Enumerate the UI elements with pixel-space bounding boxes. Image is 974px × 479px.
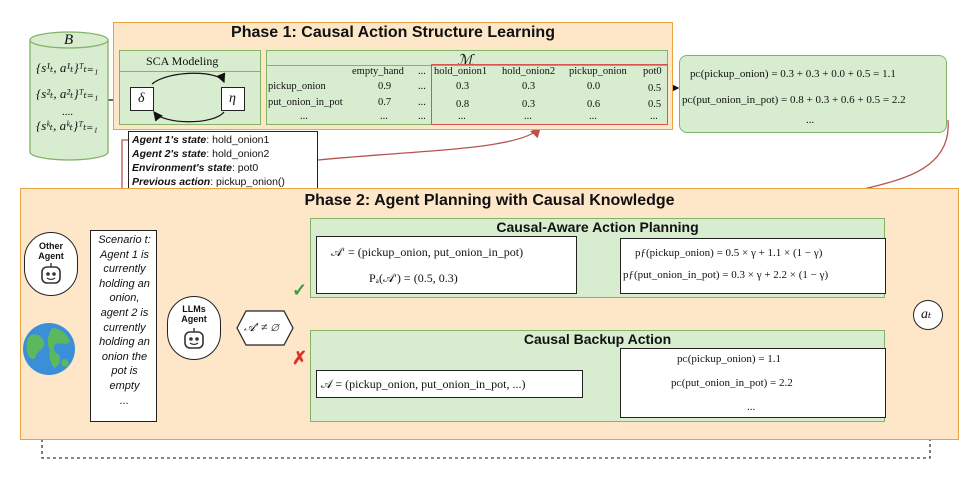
row-label: ... — [300, 111, 308, 122]
eta-node: η — [221, 87, 245, 111]
matrix-cell: 0.7 — [378, 97, 392, 108]
scenario-text: Scenario t: Agent 1 is currently holding… — [98, 234, 151, 407]
row-label: pickup_onion — [268, 81, 326, 92]
matrix-cell: ... — [418, 97, 426, 108]
matrix-cell: ... — [418, 111, 426, 122]
col-header: empty_hand — [352, 66, 404, 77]
matrix-box: ℳ — [266, 50, 668, 125]
buffer-row-ellipsis: .... — [62, 106, 73, 118]
condition-label: 𝒜′ ≠ ∅ — [244, 320, 279, 334]
matrix-cell: 0.3 — [522, 99, 536, 110]
buffer-row-k: {sᵏₜ, aᵏₜ}ᵀₜ₌₁ — [36, 118, 98, 133]
matrix-cell: 0.9 — [378, 81, 392, 92]
caap-final-box: pƒ(pickup_onion) = 0.5 × γ + 1.1 × (1 − … — [620, 238, 886, 294]
caap-set: 𝒜′ = (pickup_onion, put_onion_in_pot) — [331, 245, 524, 259]
other-agent-label: Other Agent — [38, 241, 64, 261]
matrix-cell: 0.5 — [648, 83, 662, 94]
backup-set: 𝒜 = (pickup_onion, put_onion_in_pot, ...… — [321, 377, 526, 391]
matrix-cell: ... — [380, 111, 388, 122]
matrix-cell: ... — [458, 111, 466, 122]
matrix-highlight — [431, 64, 668, 125]
final-pickup: pƒ(pickup_onion) = 0.5 × γ + 1.1 × (1 − … — [635, 247, 823, 259]
other-agent-node: Other Agent — [24, 232, 78, 296]
score-put: pᴄ(put_onion_in_pot) = 0.8 + 0.3 + 0.6 +… — [682, 94, 906, 106]
sca-title: SCA Modeling — [146, 54, 219, 68]
col-header: pickup_onion — [569, 66, 627, 77]
phase1-title: Phase 1: Causal Action Structure Learnin… — [231, 24, 555, 41]
matrix-cell: ... — [650, 111, 658, 122]
llm-agent-node: LLMs Agent — [167, 296, 221, 360]
state-line: Environment's state: pot0 — [132, 162, 259, 174]
matrix-cell: 0.6 — [587, 99, 601, 110]
col-header: hold_onion1 — [434, 66, 488, 77]
buffer-row-2: {s²ₜ, a²ₜ}ᵀₜ₌₁ — [36, 86, 99, 101]
action-node: aₜ — [913, 300, 943, 330]
buffer-label: B — [64, 32, 74, 48]
backup-score-ellipsis: ... — [747, 401, 756, 413]
arrow-state-to-matrix — [317, 127, 541, 161]
matrix-cell: ... — [589, 111, 597, 122]
col-header: pot0 — [643, 66, 662, 77]
caap-title: Causal-Aware Action Planning — [496, 219, 699, 235]
matrix-cell: 0.3 — [522, 81, 536, 92]
robot-icon — [184, 328, 204, 349]
earth-icon — [23, 323, 75, 375]
matrix-cell: 0.3 — [456, 81, 470, 92]
backup-score-pickup: pᴄ(pickup_onion) = 1.1 — [677, 353, 782, 365]
scenario-box: Scenario t: Agent 1 is currently holding… — [90, 230, 157, 422]
matrix-cell: ... — [418, 81, 426, 92]
state-box: Agent 1's state: hold_onion1 Agent 2's s… — [128, 131, 318, 193]
state-line: Agent 1's state: hold_onion1 — [132, 134, 270, 146]
row-label: put_onion_in_pot — [268, 97, 343, 108]
matrix-cell: 0.8 — [456, 99, 470, 110]
check-icon: ✓ — [292, 280, 308, 300]
arrow-action-to-earth — [37, 330, 931, 459]
robot-icon — [41, 263, 61, 284]
col-header: hold_onion2 — [502, 66, 556, 77]
action-label: aₜ — [921, 307, 932, 322]
matrix-cell: 0.0 — [587, 81, 601, 92]
backup-scores-box: pᴄ(pickup_onion) = 1.1 pᴄ(put_onion_in_p… — [620, 348, 886, 418]
buffer-row-1: {s¹ₜ, a¹ₜ}ᵀₜ₌₁ — [36, 60, 99, 75]
sca-loop — [151, 72, 226, 123]
final-put: pƒ(put_onion_in_pot) = 0.3 × γ + 2.2 × (… — [623, 269, 829, 281]
score-pickup: pᴄ(pickup_onion) = 0.3 + 0.3 + 0.0 + 0.5… — [690, 68, 896, 80]
caap-prob: Pₐ(𝒜′) = (0.5, 0.3) — [369, 271, 458, 285]
backup-title: Causal Backup Action — [523, 331, 672, 347]
matrix-cell: 0.5 — [648, 99, 662, 110]
caap-set-box: 𝒜′ = (pickup_onion, put_onion_in_pot) Pₐ… — [316, 236, 577, 294]
matrix-cell: ... — [524, 111, 532, 122]
llm-agent-label: LLMs Agent — [181, 304, 207, 324]
phase2-title: Phase 2: Agent Planning with Causal Know… — [304, 192, 675, 209]
score-ellipsis: ... — [806, 114, 815, 126]
cross-icon: ✗ — [292, 348, 308, 368]
causal-score-box: pᴄ(pickup_onion) = 0.3 + 0.3 + 0.0 + 0.5… — [679, 55, 947, 133]
state-line: Previous action: pickup_onion() — [132, 176, 285, 188]
col-header: ... — [418, 66, 426, 77]
delta-node: δ — [130, 87, 154, 111]
buffer-cylinder — [29, 31, 109, 161]
backup-score-put: pᴄ(put_onion_in_pot) = 2.2 — [671, 377, 793, 389]
backup-set-box: 𝒜 = (pickup_onion, put_onion_in_pot, ...… — [316, 370, 583, 398]
state-line: Agent 2's state: hold_onion2 — [132, 148, 270, 160]
condition-hexagon — [236, 310, 294, 346]
